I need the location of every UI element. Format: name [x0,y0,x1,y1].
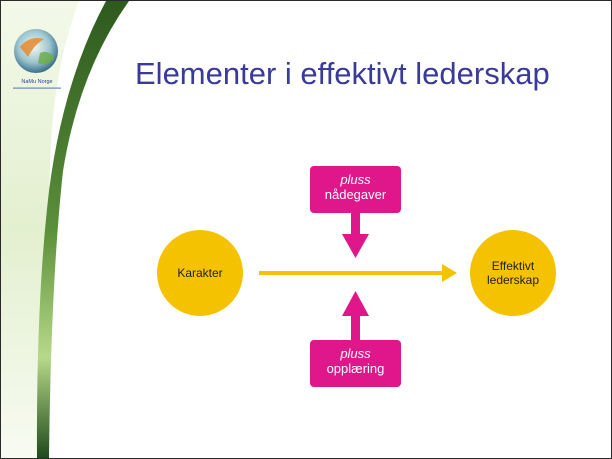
logo-icon [14,29,58,73]
bottom-modifier-group [310,291,401,387]
node-line-2: lederskap [486,273,540,287]
top-modifier-box [310,166,401,213]
node-effektivt-lederskap-label: Effektivt lederskap [470,259,556,287]
bottom-modifier-text: opplæring [326,361,385,376]
logo-tagline-decoration [13,87,61,89]
node-line-1: Effektivt [491,259,535,273]
main-arrow [259,264,457,282]
top-modifier-text: nådegaver [324,187,387,202]
node-karakter-label: Karakter [157,266,243,280]
node-karakter-text: Karakter [177,266,223,280]
logo-text: NaMu Norge [21,79,53,85]
slide-title: Elementer i effektivt lederskap [135,56,550,91]
up-arrow-icon [342,291,369,316]
bottom-modifier-box [310,340,401,387]
top-modifier-label: pluss nådegaver [310,172,401,202]
top-modifier-group [310,166,401,258]
node-effektivt-lederskap-circle [470,230,556,316]
bottom-modifier-pluss: pluss [340,346,371,361]
down-arrow-icon [342,234,369,258]
bottom-modifier-label: pluss opplæring [310,346,401,376]
node-karakter-circle [157,230,243,316]
top-modifier-pluss: pluss [340,172,371,187]
